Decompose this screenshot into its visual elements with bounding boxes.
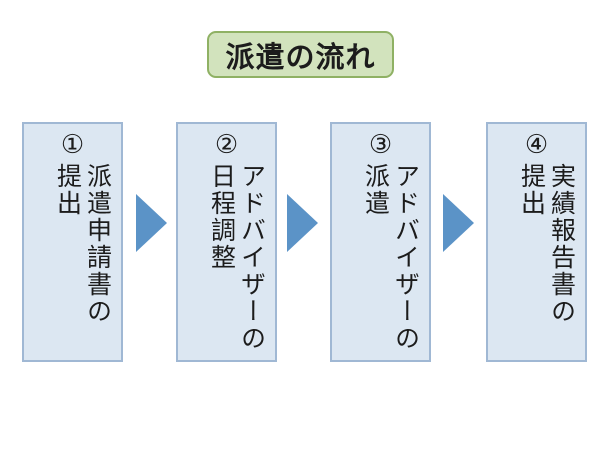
- right-arrow-icon: [443, 194, 474, 252]
- step-text-line1: アドバイザーの: [237, 162, 267, 352]
- step-box-1: ① 派遣申請書の 提出: [22, 122, 123, 362]
- step-number: ④: [524, 130, 549, 160]
- step-text-line1: 実績報告書の: [547, 162, 577, 325]
- step-text-line1: 派遣申請書の: [83, 162, 113, 325]
- step-box-3: ③ アドバイザーの 派遣: [330, 122, 431, 362]
- right-arrow-icon: [136, 194, 167, 252]
- step-text: アドバイザーの 派遣: [361, 163, 421, 352]
- step-text-line2: 日程調整: [207, 162, 237, 271]
- step-text-line1: アドバイザーの: [391, 162, 421, 352]
- step-text: 派遣申請書の 提出: [53, 163, 113, 325]
- step-text-line2: 提出: [517, 162, 547, 217]
- step-text: アドバイザーの 日程調整: [207, 163, 267, 352]
- step-text: 実績報告書の 提出: [517, 163, 577, 325]
- step-box-4: ④ 実績報告書の 提出: [486, 122, 587, 362]
- title-label: 派遣の流れ: [225, 39, 376, 74]
- step-number: ①: [60, 130, 85, 160]
- step-text-line2: 派遣: [361, 162, 391, 217]
- step-number: ③: [368, 130, 393, 160]
- title-box: 派遣の流れ: [207, 31, 394, 78]
- step-number: ②: [214, 130, 239, 160]
- step-box-2: ② アドバイザーの 日程調整: [176, 122, 277, 362]
- right-arrow-icon: [287, 194, 318, 252]
- step-text-line2: 提出: [53, 162, 83, 217]
